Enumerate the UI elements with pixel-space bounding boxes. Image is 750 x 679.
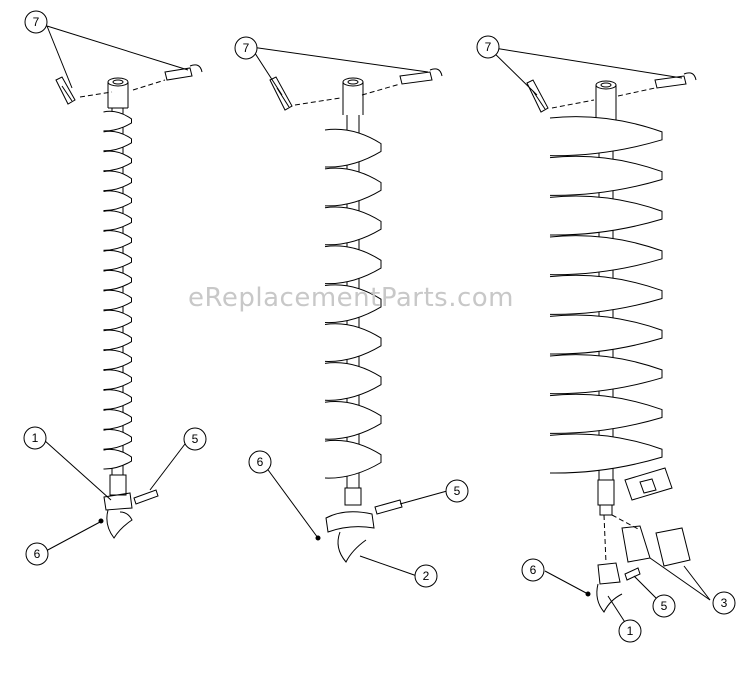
auger-b-callout-lines <box>262 462 448 577</box>
auger-a-screw <box>133 489 159 505</box>
callout-b-pin-label: 7 <box>243 41 250 55</box>
callout-b-nut: 6 <box>248 450 272 474</box>
flight-turn <box>549 235 663 276</box>
flight-turn <box>103 150 132 172</box>
auger-c-side-teeth <box>624 467 673 501</box>
flight-turn <box>324 362 382 401</box>
flight-turn <box>549 155 663 196</box>
callout-b-screw: 5 <box>445 479 469 503</box>
auger-a-callout-7-lines <box>46 25 189 89</box>
auger-b-hitch-pin <box>269 76 293 111</box>
flight-turn <box>324 167 382 207</box>
auger-medium <box>250 46 448 577</box>
auger-a-callout-lines <box>43 439 189 553</box>
callout-a-bit: 1 <box>23 426 47 450</box>
callout-c-nut-label: 6 <box>530 563 537 577</box>
flight-turn <box>549 195 663 236</box>
auger-c-nut <box>585 591 591 597</box>
callout-b-bit: 2 <box>414 564 438 588</box>
auger-a-hitch-pin <box>55 76 76 105</box>
callout-c-screw-label: 5 <box>661 599 668 613</box>
flight-turn <box>324 206 382 246</box>
flight-turn <box>103 389 132 410</box>
auger-b-nut <box>315 535 321 541</box>
callout-c-nut: 6 <box>521 558 545 582</box>
flight-turn <box>103 250 132 271</box>
flight-turn <box>549 314 663 355</box>
auger-a-nut <box>98 518 104 524</box>
flight-turn <box>103 409 132 430</box>
auger-a-clevis-pin <box>164 64 203 81</box>
auger-c-teeth <box>621 525 691 567</box>
auger-narrow <box>43 25 203 553</box>
auger-c-callout-lines <box>544 557 711 631</box>
auger-wide <box>487 46 711 631</box>
auger-a-flighting <box>103 110 132 470</box>
callout-c-screw: 5 <box>652 594 676 618</box>
callout-a-bit-label: 1 <box>32 431 39 445</box>
auger-b-callout-7-lines <box>250 46 429 96</box>
callout-a-pin: 7 <box>24 10 48 34</box>
auger-c-clevis-pin <box>654 72 697 89</box>
flight-turn <box>549 433 663 474</box>
flight-turn <box>103 110 132 132</box>
callout-a-nut-label: 6 <box>34 547 41 561</box>
flight-turn <box>103 269 132 291</box>
callout-bubbles: 7 1 5 6 7 6 5 <box>23 10 736 643</box>
flight-turn <box>324 128 382 168</box>
flight-turn <box>103 448 132 470</box>
watermark-text: eReplacementParts.com <box>188 283 515 313</box>
callout-a-screw: 5 <box>183 427 207 451</box>
auger-b-screw <box>374 499 403 515</box>
flight-turn <box>324 401 382 440</box>
callout-b-nut-label: 6 <box>257 455 264 469</box>
flight-turn <box>103 429 132 450</box>
flight-turn <box>549 274 663 315</box>
auger-b-bit <box>325 487 375 563</box>
flight-turn <box>324 323 382 362</box>
flight-turn <box>103 289 132 311</box>
auger-c-callout-7-lines <box>487 46 683 96</box>
callout-c-pin-label: 7 <box>485 40 492 54</box>
auger-c-hitch-pin <box>526 79 549 113</box>
auger-b-clevis-pin <box>399 68 443 85</box>
flight-turn <box>103 170 132 192</box>
flight-turn <box>103 190 132 211</box>
flight-turn <box>103 309 132 331</box>
callout-c-bit-label: 1 <box>627 624 634 638</box>
callout-c-bit: 1 <box>618 619 642 643</box>
flight-turn <box>103 210 132 231</box>
flight-turn <box>103 230 132 251</box>
callout-c-pin: 7 <box>476 35 500 59</box>
callout-c-teeth-label: 3 <box>721 596 728 610</box>
callout-c-teeth: 3 <box>712 591 736 615</box>
callout-a-nut: 6 <box>25 542 49 566</box>
callout-a-screw-label: 5 <box>192 432 199 446</box>
callout-b-pin: 7 <box>234 36 258 60</box>
flight-turn <box>549 116 663 157</box>
auger-c-lower-shaft <box>597 479 615 516</box>
flight-turn <box>103 369 132 390</box>
flight-turn <box>324 245 382 285</box>
auger-c-flighting <box>549 116 663 474</box>
callout-a-pin-label: 7 <box>33 15 40 29</box>
flight-turn <box>549 393 663 434</box>
auger-b-flighting <box>324 128 382 479</box>
callout-b-screw-label: 5 <box>454 484 461 498</box>
flight-turn <box>549 354 663 395</box>
auger-c-screw <box>624 567 641 581</box>
auger-c-bit <box>596 562 623 613</box>
flight-turn <box>324 439 382 479</box>
flight-turn <box>324 284 382 324</box>
callout-b-bit-label: 2 <box>423 569 430 583</box>
flight-turn <box>103 329 132 351</box>
flight-turn <box>103 130 132 152</box>
auger-a-bit <box>103 474 133 539</box>
flight-turn <box>103 349 132 371</box>
